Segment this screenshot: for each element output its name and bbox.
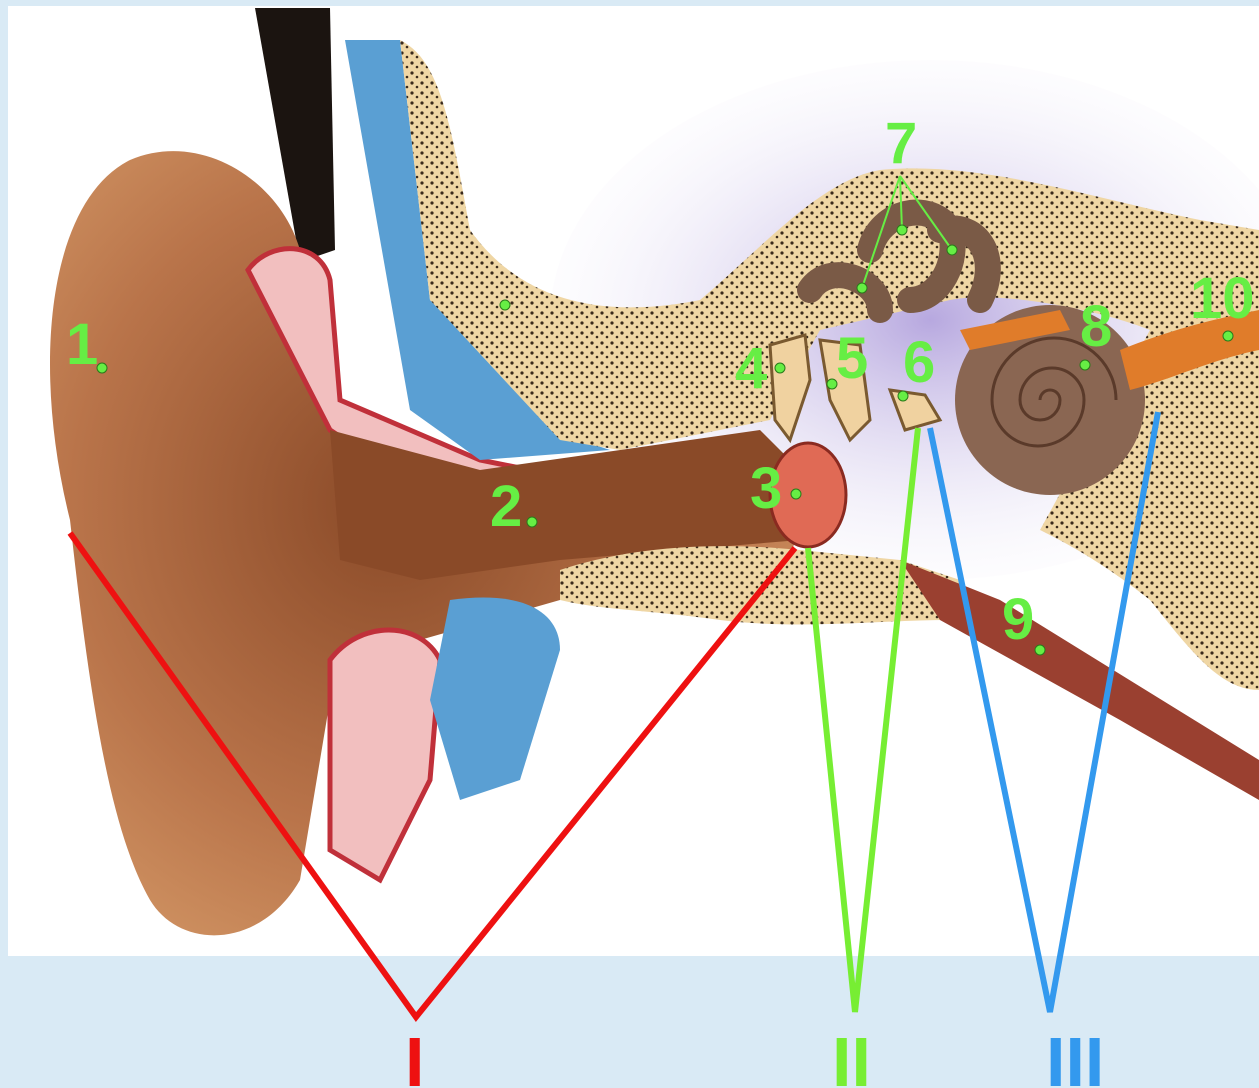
dot-2 [527,517,537,527]
label-2: 2 [490,474,522,539]
label-5: 5 [836,326,868,391]
dot-7c [947,245,957,255]
label-7: 7 [885,111,917,176]
dot-9 [1035,645,1045,655]
label-9: 9 [1002,587,1034,652]
dot-10 [1223,331,1233,341]
section-label-middle: II [832,1023,871,1088]
section-label-outer: I [405,1023,424,1088]
dot-7b [897,225,907,235]
dot-3 [791,489,801,499]
dot-7a [857,283,867,293]
label-8: 8 [1080,294,1112,359]
dot-extra [500,300,510,310]
dot-4 [775,363,785,373]
label-1: 1 [66,312,98,377]
section-label-inner: III [1046,1023,1104,1088]
dot-8 [1080,360,1090,370]
label-4: 4 [735,336,767,401]
dot-1 [97,363,107,373]
label-3: 3 [750,456,782,521]
label-6: 6 [903,330,935,395]
label-10: 10 [1190,266,1255,331]
